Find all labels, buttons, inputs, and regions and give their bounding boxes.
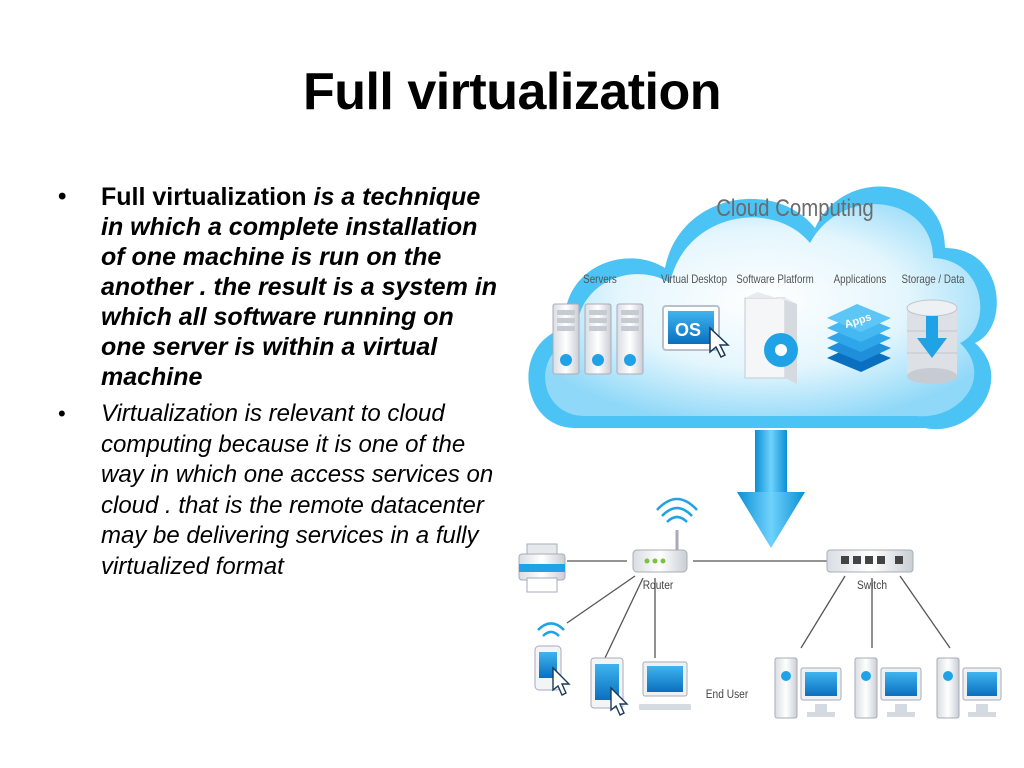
service-label-software-platform: Software Platform <box>736 273 814 286</box>
service-label-servers: Servers <box>583 273 617 286</box>
desktop-pc-icon <box>854 657 922 719</box>
slide-title: Full virtualization <box>302 63 722 121</box>
servers-icon <box>552 303 644 375</box>
bullet-list: • Full virtualization is a technique in … <box>58 182 503 582</box>
monitor-icon <box>639 661 691 710</box>
tablet-icon <box>590 657 629 716</box>
cloud-network-diagram: Cloud Computing Servers Virtual Desktop … <box>505 138 1005 738</box>
bullet-item-2: • Virtualization is relevant to cloud co… <box>58 399 503 582</box>
apps-stack-icon: Apps <box>827 304 891 372</box>
cloud-title: Cloud Computing <box>716 194 874 221</box>
virtual-desktop-icon: OS <box>662 305 730 359</box>
os-label: OS <box>675 320 701 340</box>
desktop-pc-icon <box>936 657 1002 719</box>
hand-cursor-icon <box>709 326 730 359</box>
router-icon <box>632 497 698 573</box>
service-label-storage-data: Storage / Data <box>902 273 965 286</box>
service-label-virtual-desktop: Virtual Desktop <box>661 273 727 286</box>
end-user-label: End User <box>706 688 749 701</box>
bullet-dot-icon: • <box>58 401 66 426</box>
network-links <box>566 560 951 659</box>
switch-label: Switch <box>857 579 887 592</box>
bullet-item-1: • Full virtualization is a technique in … <box>58 182 503 392</box>
software-box-icon <box>744 292 798 384</box>
printer-icon <box>518 543 566 593</box>
service-label-applications: Applications <box>834 273 887 286</box>
bullet-text: Virtualization is relevant to cloud comp… <box>101 400 494 580</box>
down-arrow-icon <box>737 430 805 548</box>
storage-database-icon <box>906 299 958 384</box>
bullet-text: is a technique in which a complete insta… <box>101 183 497 391</box>
bullet-dot-icon: • <box>58 183 67 210</box>
mobile-phone-icon <box>534 622 571 696</box>
bullet-lead-text: Full virtualization <box>101 183 314 211</box>
router-label: Router <box>643 579 674 592</box>
switch-icon <box>826 549 914 573</box>
desktop-pc-icon <box>774 657 842 719</box>
